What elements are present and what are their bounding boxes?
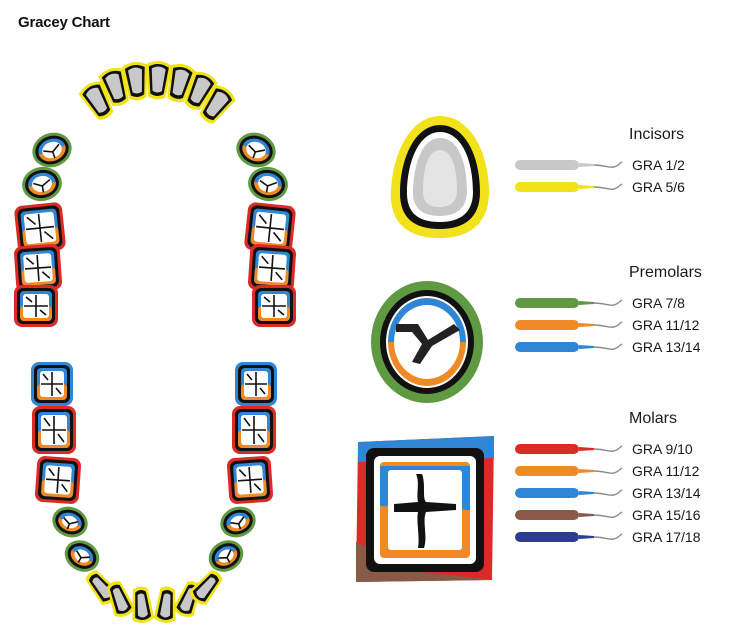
curette-instrument-icon — [515, 298, 623, 308]
tooth-incisor — [167, 63, 197, 103]
tooth-incisor — [189, 570, 223, 606]
tooth-molar — [252, 285, 296, 327]
tooth-molar — [32, 406, 76, 454]
tooth-molar — [235, 362, 277, 406]
tooth-molar — [226, 456, 274, 504]
group-heading-premolars: Premolars — [629, 264, 702, 281]
dental-arch-diagram — [14, 61, 297, 623]
tooth-premolar — [220, 506, 256, 538]
instrument-label: GRA 13/14 — [632, 339, 701, 355]
curette-instrument-icon — [515, 510, 623, 520]
instrument-row: GRA 11/12 — [514, 462, 699, 480]
curette-instrument-icon — [515, 160, 623, 170]
premolar-cross-section — [371, 281, 483, 403]
instrument-label: GRA 11/12 — [632, 317, 700, 333]
group-heading-incisors: Incisors — [629, 126, 685, 143]
instrument-label: GRA 11/12 — [632, 463, 700, 479]
instrument-row: GRA 5/6 — [514, 178, 685, 196]
curette-instrument-icon — [515, 182, 623, 192]
tooth-molar — [232, 406, 276, 454]
tooth-premolar — [208, 540, 244, 572]
tooth-incisor — [98, 67, 129, 107]
incisor-cross-section — [390, 116, 489, 238]
instrument-label: GRA 7/8 — [632, 295, 685, 311]
instrument-row: GRA 17/18 — [514, 528, 701, 546]
instrument-row: GRA 7/8 — [514, 294, 685, 312]
curette-instrument-icon — [515, 320, 623, 330]
instrument-row: GRA 11/12 — [514, 316, 699, 334]
instrument-row: GRA 15/16 — [514, 506, 701, 524]
tooth-premolar — [248, 166, 288, 202]
tooth-premolar — [64, 540, 100, 572]
tooth-molar — [247, 243, 297, 293]
instrument-label: GRA 9/10 — [632, 441, 693, 457]
molar-cross-section — [356, 436, 494, 582]
instrument-label: GRA 17/18 — [632, 529, 701, 545]
upper-arch — [14, 61, 297, 327]
curette-instrument-icon — [515, 532, 623, 542]
curette-instrument-icon — [515, 444, 623, 454]
instrument-label: GRA 13/14 — [632, 485, 701, 501]
curette-instrument-icon — [515, 342, 623, 352]
instrument-label: GRA 5/6 — [632, 179, 685, 195]
curette-instrument-icon — [515, 466, 623, 476]
tooth-molar — [14, 202, 66, 254]
curette-instrument-icon — [515, 488, 623, 498]
instrument-row: GRA 13/14 — [514, 484, 701, 502]
instrument-label: GRA 1/2 — [632, 157, 685, 173]
tooth-incisor — [121, 62, 148, 101]
tooth-premolar — [52, 506, 88, 538]
group-heading-molars: Molars — [629, 410, 678, 427]
tooth-incisor — [106, 581, 136, 617]
tooth-molar — [31, 362, 73, 406]
instrument-row: GRA 13/14 — [514, 338, 701, 356]
tooth-molar — [34, 456, 82, 504]
tooth-molar — [244, 202, 296, 254]
tooth-molar — [14, 243, 63, 293]
tooth-premolar — [236, 132, 276, 168]
tooth-incisor — [146, 61, 172, 100]
lower-arch — [31, 362, 277, 623]
tooth-incisor — [184, 71, 218, 111]
tooth-incisor — [153, 586, 176, 623]
tooth-incisor — [132, 586, 155, 623]
tooth-molar — [14, 285, 58, 327]
instrument-label: GRA 15/16 — [632, 507, 701, 523]
tooth-incisor — [78, 81, 114, 120]
tooth-incisor — [199, 85, 236, 124]
instrument-row: GRA 1/2 — [514, 156, 685, 174]
instrument-row: GRA 9/10 — [514, 440, 693, 458]
tooth-premolar — [22, 166, 62, 202]
chart-title: Gracey Chart — [18, 14, 110, 31]
tooth-premolar — [32, 132, 72, 168]
